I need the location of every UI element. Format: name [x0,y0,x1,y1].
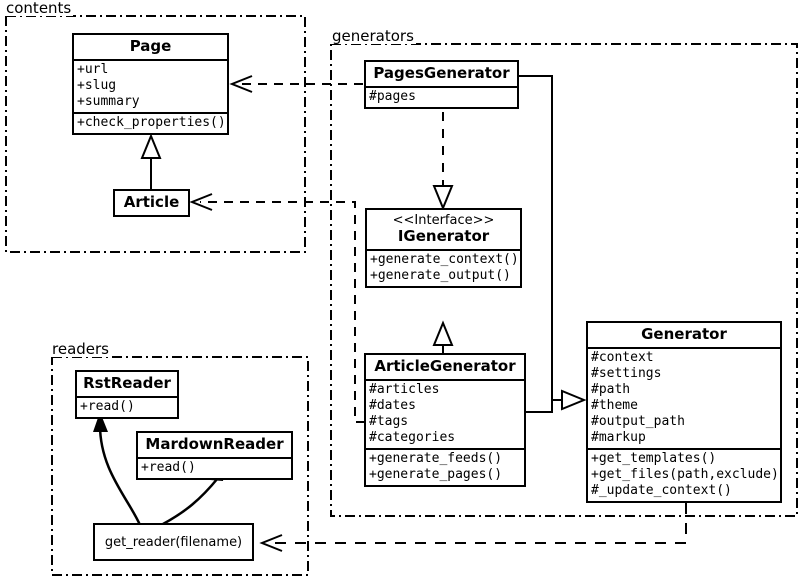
relation-articlegenerator-to-article [189,193,365,423]
class-attributes-page: +url +slug +summary [74,59,227,112]
class-member: #output_path [591,414,685,429]
class-attributes-articlegenerator: #articles #dates #tags #categories [366,379,524,448]
class-member: #settings [591,366,662,381]
class-member: +read() [80,399,135,414]
relation-pagesgenerator-to-igenerator [432,112,454,211]
class-member: #categories [369,430,456,445]
class-title-article: Article [123,193,180,211]
class-member: #theme [591,398,638,413]
class-attributes-generator: #context #settings #path #theme #output_… [588,347,780,448]
package-border-generators [330,43,798,517]
class-box-generator[interactable]: Generator #context #settings #path #them… [586,321,782,503]
class-box-mardownreader[interactable]: MardownReader +read() [136,431,293,480]
class-stereotype-igenerator: <<Interface>> [392,213,495,228]
relation-pagesgenerator-to-page [229,75,363,93]
class-box-articlegenerator[interactable]: ArticleGenerator #articles #dates #tags … [364,353,526,487]
class-methods-generator: +get_templates() +get_files(path,exclude… [588,448,780,501]
class-methods-articlegenerator: +generate_feeds() +generate_pages() [366,448,524,485]
class-methods-page: +check_properties() [74,112,227,133]
class-methods-igenerator: +generate_context() +generate_output() [367,249,520,286]
function-box-get-reader[interactable]: get_reader(filename) [93,523,254,561]
class-member: #context [591,350,654,365]
relation-generator-to-getreader [259,503,687,552]
class-member: #markup [591,430,646,445]
relation-article-to-page [140,133,162,190]
class-title-igenerator: IGenerator [397,227,490,245]
class-title-generator: Generator [641,325,727,343]
class-member: +slug [77,78,117,93]
class-methods-rstreader: +read() [77,396,177,417]
class-member: #articles [369,382,440,397]
package-label-generators: generators [330,27,416,45]
class-box-page[interactable]: Page +url +slug +summary +check_properti… [72,33,229,135]
class-member: #path [591,382,631,397]
class-member: #dates [369,398,416,413]
class-title-mardownreader: MardownReader [145,435,284,453]
class-member: #tags [369,414,409,429]
class-attributes-pagesgenerator: #pages [366,86,517,107]
class-box-igenerator[interactable]: <<Interface>> IGenerator +generate_conte… [365,208,522,288]
package-border-readers [51,356,309,576]
class-member: +read() [141,460,196,475]
class-member: +generate_output() [370,268,511,283]
function-label-get-reader: get_reader(filename) [104,534,243,550]
package-border-contents [5,15,306,253]
class-member: #pages [369,89,416,104]
class-member: +check_properties() [77,115,226,130]
class-member: +generate_feeds() [369,451,503,466]
relation-getreader-to-rstreader [93,412,142,526]
class-member: +generate_pages() [369,467,503,482]
class-box-article[interactable]: Article [113,189,190,217]
package-label-contents: contents [4,0,74,17]
class-member: #_update_context() [591,483,732,498]
class-title-articlegenerator: ArticleGenerator [374,357,516,375]
class-box-rstreader[interactable]: RstReader +read() [75,370,179,419]
package-label-readers: readers [50,340,111,358]
class-member: +get_templates() [591,451,717,466]
class-methods-mardownreader: +read() [138,457,291,478]
class-box-pagesgenerator[interactable]: PagesGenerator #pages [364,60,519,109]
relation-generators-to-generator [519,75,587,413]
class-member: +summary [77,94,140,109]
class-title-page: Page [129,37,172,55]
class-member: +get_files(path,exclude) [591,467,779,482]
class-member: +generate_context() [370,252,519,267]
class-title-rstreader: RstReader [83,374,171,392]
class-title-pagesgenerator: PagesGenerator [373,64,510,82]
class-member: +url [77,62,109,77]
relation-articlegenerator-to-igenerator [432,320,454,354]
